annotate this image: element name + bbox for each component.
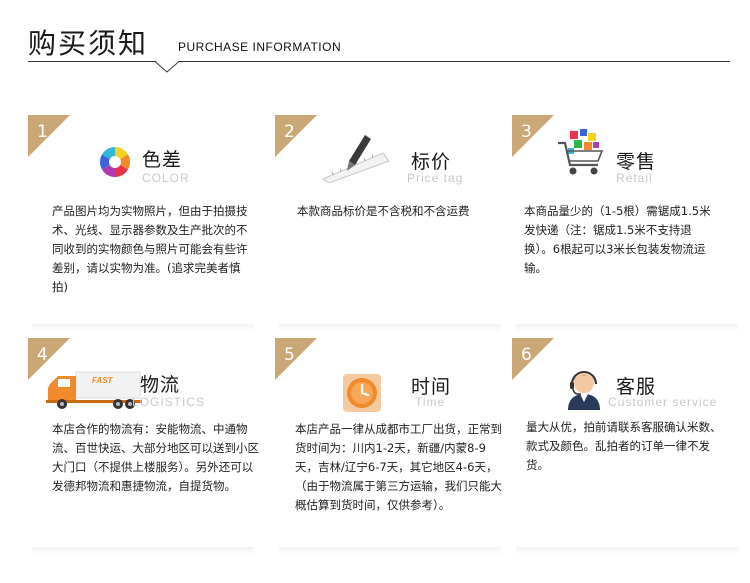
info-card-customer-service: 6 客服 Customer service 量大从优，拍前请联系客服确认米数、款… <box>512 338 742 555</box>
card-subtitle: Time <box>415 395 446 409</box>
card-title: 色差 <box>142 149 183 171</box>
info-card-logistics: 4 FAST 物流 LOGISTICS 本店合作的物流有：安能物流、中通物流、百… <box>28 338 259 555</box>
badge-number: 3 <box>521 122 532 142</box>
shopping-cart-icon <box>558 129 604 175</box>
card-title: 时间 <box>411 376 452 398</box>
number-badge: 4 <box>28 338 86 380</box>
clock-icon <box>343 374 381 412</box>
pen-ruler-icon <box>322 135 390 183</box>
card-subtitle: COLOR <box>142 171 190 185</box>
card-subtitle: LOGISTICS <box>132 395 206 409</box>
card-subtitle: Retail <box>616 171 653 185</box>
card-description: 量大从优，拍前请联系客服确认米数、款式及颜色。乱拍者的订单一律不发货。 <box>526 420 722 472</box>
delivery-truck-icon: FAST <box>46 370 142 410</box>
info-card-time: 5 时间 Time 本店产品一律从成都市工厂出货，正常到货时间为：川内1-2天，… <box>275 338 505 555</box>
card-description: 产品图片均为实物照片，但由于拍摄技术、光线、显示器参数及生产批次的不同收到的实物… <box>52 204 248 294</box>
card-title: 客服 <box>616 376 657 398</box>
number-badge: 1 <box>28 115 86 157</box>
card-description: 本款商品标价是不含税和不含运费 <box>297 204 470 218</box>
header-notch <box>155 61 179 73</box>
card-title: 零售 <box>616 151 657 173</box>
number-badge: 5 <box>275 338 333 380</box>
number-badge: 6 <box>512 338 570 380</box>
badge-number: 2 <box>284 122 295 142</box>
page-subtitle: PURCHASE INFORMATION <box>178 40 342 54</box>
color-wheel-icon <box>99 147 131 177</box>
card-subtitle: Price tag <box>407 171 464 185</box>
card-title: 物流 <box>140 374 181 396</box>
badge-number: 6 <box>521 345 532 365</box>
customer-service-icon <box>568 371 600 410</box>
header: 购买须知 PURCHASE INFORMATION <box>0 0 750 80</box>
card-description: 本店产品一律从成都市工厂出货，正常到货时间为：川内1-2天，新疆/内蒙8-9天，… <box>295 422 502 512</box>
header-divider-left <box>28 61 156 62</box>
card-description: 本店合作的物流有：安能物流、中通物流、百世快运、大部分地区可以送到小区大门口（不… <box>52 422 259 493</box>
card-description: 本商品量少的（1-5根）需锯成1.5米发快递（注：锯成1.5米不支持退换）。6根… <box>524 204 711 275</box>
header-divider-right <box>178 61 730 62</box>
card-title: 标价 <box>411 151 452 173</box>
badge-number: 1 <box>37 122 48 142</box>
info-card-retail: 3 零售 Retail 本商品量少的（1-5根）需锯成1.5米发快递（注：锯成1… <box>512 115 742 332</box>
badge-number: 5 <box>284 345 295 365</box>
number-badge: 2 <box>275 115 333 157</box>
number-badge: 3 <box>512 115 570 157</box>
badge-number: 4 <box>37 345 48 365</box>
info-card-color: 1 色差 COLOR 产品图片均为实物照片，但由于拍摄技术、光线、显示器参数及生… <box>28 115 258 332</box>
info-card-price: 2 标价 Price tag 本款商品标价是不含税和不含运费 <box>275 115 505 332</box>
card-subtitle: Customer service <box>608 395 718 409</box>
truck-label: FAST <box>92 376 113 385</box>
page-title: 购买须知 <box>28 27 149 60</box>
